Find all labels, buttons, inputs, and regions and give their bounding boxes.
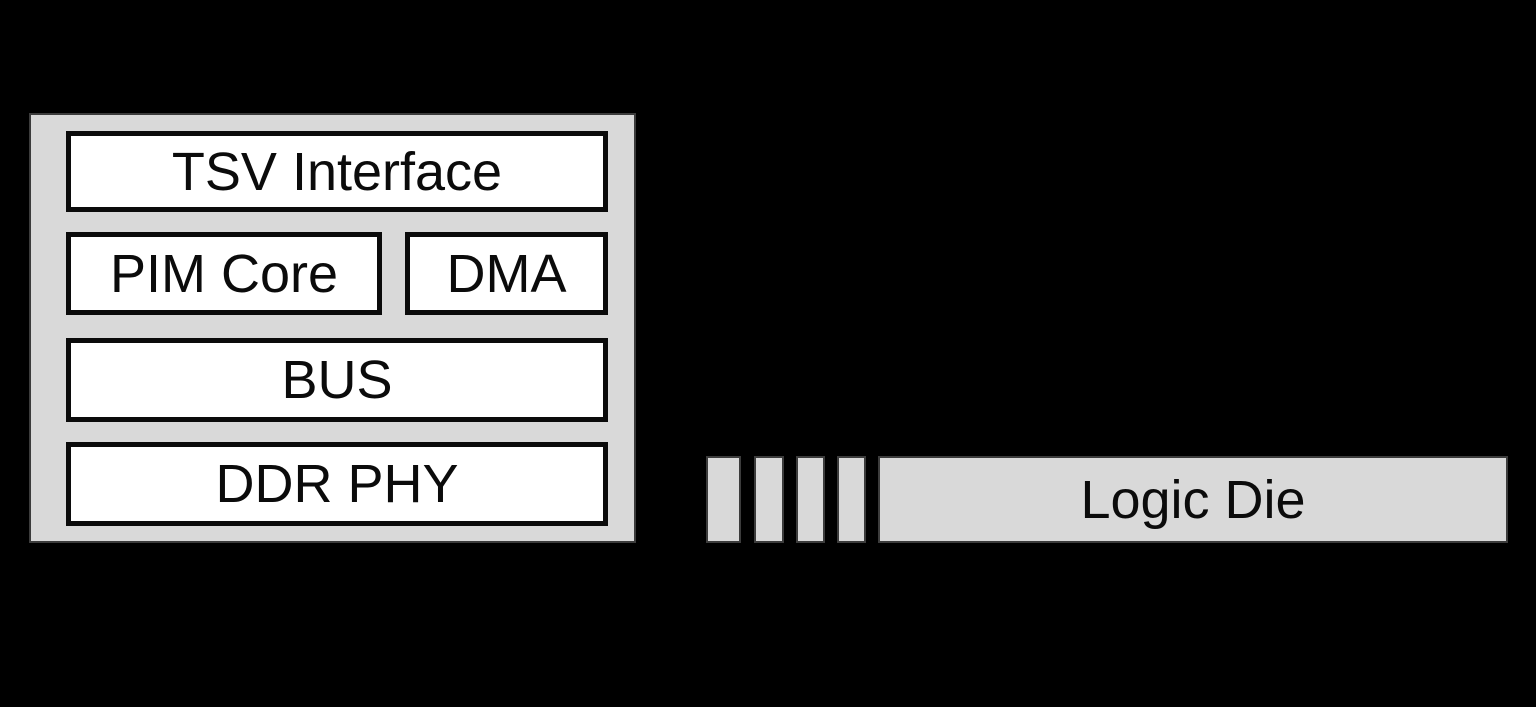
tsv-bar — [796, 456, 825, 543]
ddr-phy-box: DDR PHY — [66, 442, 608, 526]
tsv-bar — [754, 456, 784, 543]
pim-core-box: PIM Core — [66, 232, 382, 315]
pim-die-container: TSV Interface PIM Core DMA BUS DDR PHY — [29, 113, 636, 543]
tsv-bar — [706, 456, 741, 543]
dma-label: DMA — [446, 243, 567, 304]
dma-box: DMA — [405, 232, 608, 315]
tsv-interface-label: TSV Interface — [171, 141, 503, 202]
ddr-phy-label: DDR PHY — [215, 454, 459, 514]
tsv-bar — [837, 456, 866, 543]
tsv-interface-box: TSV Interface — [66, 131, 608, 212]
bus-label: BUS — [281, 350, 393, 410]
logic-die-label: Logic Die — [1080, 469, 1306, 530]
pim-core-label: PIM Core — [109, 243, 339, 304]
logic-die-box: Logic Die — [878, 456, 1508, 543]
bus-box: BUS — [66, 338, 608, 422]
